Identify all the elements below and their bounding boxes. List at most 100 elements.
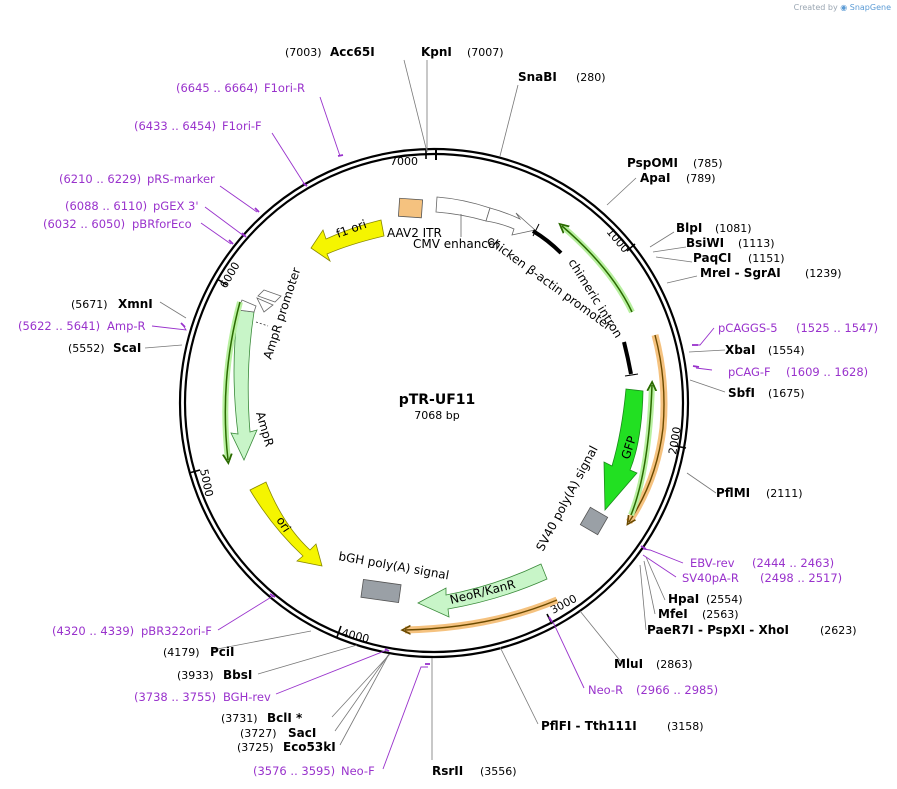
feature-amprprom[interactable]: [256, 289, 282, 313]
site-pos-hpai[interactable]: (2554): [706, 593, 743, 606]
feature-ori[interactable]: [249, 481, 323, 567]
site-pos-xmni[interactable]: (5671): [71, 298, 108, 311]
site-name-mfei[interactable]: MfeI: [658, 607, 688, 621]
site-name-pflmi[interactable]: PflMI: [716, 486, 750, 500]
ruler-7000: 7000: [390, 155, 418, 168]
feature-aav2itr[interactable]: [397, 197, 424, 219]
feature-orf-bottom[interactable]: [405, 599, 558, 630]
site-name-bcli[interactable]: BclI *: [267, 711, 303, 725]
site-name-paer7i[interactable]: PaeR7I - PspXI - XhoI: [647, 623, 789, 637]
feature-f1ori[interactable]: [310, 219, 385, 263]
site-pos-bsiwi[interactable]: (1113): [738, 237, 775, 250]
site-name-saci[interactable]: SacI: [288, 726, 316, 740]
site-pos-eco53ki[interactable]: (3725): [237, 741, 274, 754]
primer-name-f1orir[interactable]: F1ori-R: [264, 81, 305, 95]
primer-range-pcagf[interactable]: (1609 .. 1628): [786, 365, 868, 379]
site-pos-scai[interactable]: (5552): [68, 342, 105, 355]
feature-orf-right[interactable]: [629, 334, 665, 522]
credit-brand: SnapGene: [849, 3, 891, 12]
primer-line-pcaggs5: [695, 327, 715, 346]
site-name-pspomi[interactable]: PspOMI: [627, 156, 678, 170]
primer-name-pgex3[interactable]: pGEX 3': [153, 199, 199, 213]
site-pos-xbai[interactable]: (1554): [768, 344, 805, 357]
site-name-mlui[interactable]: MluI: [614, 657, 643, 671]
site-name-eco53ki[interactable]: Eco53kI: [283, 740, 336, 754]
primer-name-neor[interactable]: Neo-R: [588, 683, 623, 697]
site-name-sbfi[interactable]: SbfI: [728, 386, 755, 400]
feature-ampr[interactable]: [230, 309, 258, 461]
site-name-rsrii[interactable]: RsrII: [432, 764, 463, 778]
site-pos-pcii[interactable]: (4179): [163, 646, 200, 659]
primer-range-neof[interactable]: (3576 .. 3595): [253, 764, 335, 778]
site-name-paqci[interactable]: PaqCI: [693, 251, 731, 265]
site-pos-blpi[interactable]: (1081): [715, 222, 752, 235]
leader-bcli: [331, 653, 391, 718]
feature-orf-green[interactable]: [630, 385, 652, 516]
feature-cba[interactable]: [485, 207, 536, 236]
primer-range-f1orif[interactable]: (6433 .. 6454): [134, 119, 216, 133]
site-name-mrei[interactable]: MreI - SgrAI: [700, 266, 781, 280]
site-name-bsiwi[interactable]: BsiWI: [686, 236, 724, 250]
primer-name-bghrev[interactable]: BGH-rev: [223, 690, 271, 704]
site-name-pflfi[interactable]: PflFI - Tth111I: [541, 719, 637, 733]
site-pos-apai[interactable]: (789): [686, 172, 716, 185]
primer-range-prsmarker[interactable]: (6210 .. 6229): [59, 172, 141, 186]
primer-range-bghrev[interactable]: (3738 .. 3755): [134, 690, 216, 704]
feature-amp-green[interactable]: [225, 301, 241, 460]
primer-range-ebvrev[interactable]: (2444 .. 2463): [752, 556, 834, 570]
primer-name-pbrforeco[interactable]: pBRforEco: [132, 217, 192, 231]
feature-intron[interactable]: [562, 226, 633, 313]
amprprom-leader: [255, 321, 269, 327]
site-pos-rsrii[interactable]: (3556): [480, 765, 517, 778]
primer-range-pcaggs5[interactable]: (1525 .. 1547): [796, 321, 878, 335]
primer-name-pcaggs5[interactable]: pCAGGS-5: [718, 321, 778, 335]
site-pos-pflfi[interactable]: (3158): [667, 720, 704, 733]
site-name-bbsi[interactable]: BbsI: [223, 668, 252, 682]
primer-name-ebvrev[interactable]: EBV-rev: [690, 556, 735, 570]
feature-sv40pa[interactable]: [579, 506, 609, 536]
site-name-xbai[interactable]: XbaI: [725, 343, 755, 357]
site-pos-acc65i[interactable]: (7003): [285, 46, 322, 59]
site-pos-mlui[interactable]: (2863): [656, 658, 693, 671]
site-pos-pspomi[interactable]: (785): [693, 157, 723, 170]
primer-name-f1orif[interactable]: F1ori-F: [222, 119, 262, 133]
site-name-snabi[interactable]: SnaBI: [518, 70, 557, 84]
site-name-hpai[interactable]: HpaI: [668, 592, 699, 606]
site-pos-sbfi[interactable]: (1675): [768, 387, 805, 400]
primer-range-pbr322[interactable]: (4320 .. 4339): [52, 624, 134, 638]
site-name-blpi[interactable]: BlpI: [676, 221, 702, 235]
site-pos-paqci[interactable]: (1151): [748, 252, 785, 265]
site-pos-kpni[interactable]: (7007): [467, 46, 504, 59]
primer-name-pbr322[interactable]: pBR322ori-F: [141, 624, 212, 638]
site-name-kpni[interactable]: KpnI: [421, 45, 452, 59]
site-name-acc65i[interactable]: Acc65I: [330, 45, 375, 59]
primer-name-sv40par[interactable]: SV40pA-R: [682, 571, 739, 585]
site-pos-bbsi[interactable]: (3933): [177, 669, 214, 682]
site-pos-bcli[interactable]: (3731): [221, 712, 258, 725]
primer-range-neor[interactable]: (2966 .. 2985): [636, 683, 718, 697]
site-pos-snabi[interactable]: (280): [576, 71, 606, 84]
primer-name-amprr[interactable]: Amp-R: [107, 319, 146, 333]
feature-bgh[interactable]: [360, 578, 402, 604]
feature-neokan[interactable]: [417, 563, 548, 618]
primer-range-amprr[interactable]: (5622 .. 5641): [18, 319, 100, 333]
feature-cmv[interactable]: [435, 196, 491, 222]
primer-range-sv40par[interactable]: (2498 .. 2517): [760, 571, 842, 585]
site-pos-paer7i[interactable]: (2623): [820, 624, 857, 637]
primer-range-f1orir[interactable]: (6645 .. 6664): [176, 81, 258, 95]
primer-name-prsmarker[interactable]: pRS-marker: [147, 172, 215, 186]
primer-name-neof[interactable]: Neo-F: [341, 764, 375, 778]
site-pos-mrei[interactable]: (1239): [805, 267, 842, 280]
site-pos-mfei[interactable]: (2563): [702, 608, 739, 621]
primer-name-pcagf[interactable]: pCAG-F: [728, 365, 771, 379]
site-name-apai[interactable]: ApaI: [640, 171, 670, 185]
feature-gfp[interactable]: [603, 388, 644, 512]
site-name-scai[interactable]: ScaI: [113, 341, 141, 355]
primer-mark-bghrev: [384, 648, 390, 652]
site-pos-pflmi[interactable]: (2111): [766, 487, 803, 500]
site-pos-saci[interactable]: (3727): [240, 727, 277, 740]
site-name-pcii[interactable]: PciI: [210, 645, 235, 659]
primer-range-pbrforeco[interactable]: (6032 .. 6050): [43, 217, 125, 231]
primer-range-pgex3[interactable]: (6088 .. 6110): [65, 199, 147, 213]
site-name-xmni[interactable]: XmnI: [118, 297, 153, 311]
